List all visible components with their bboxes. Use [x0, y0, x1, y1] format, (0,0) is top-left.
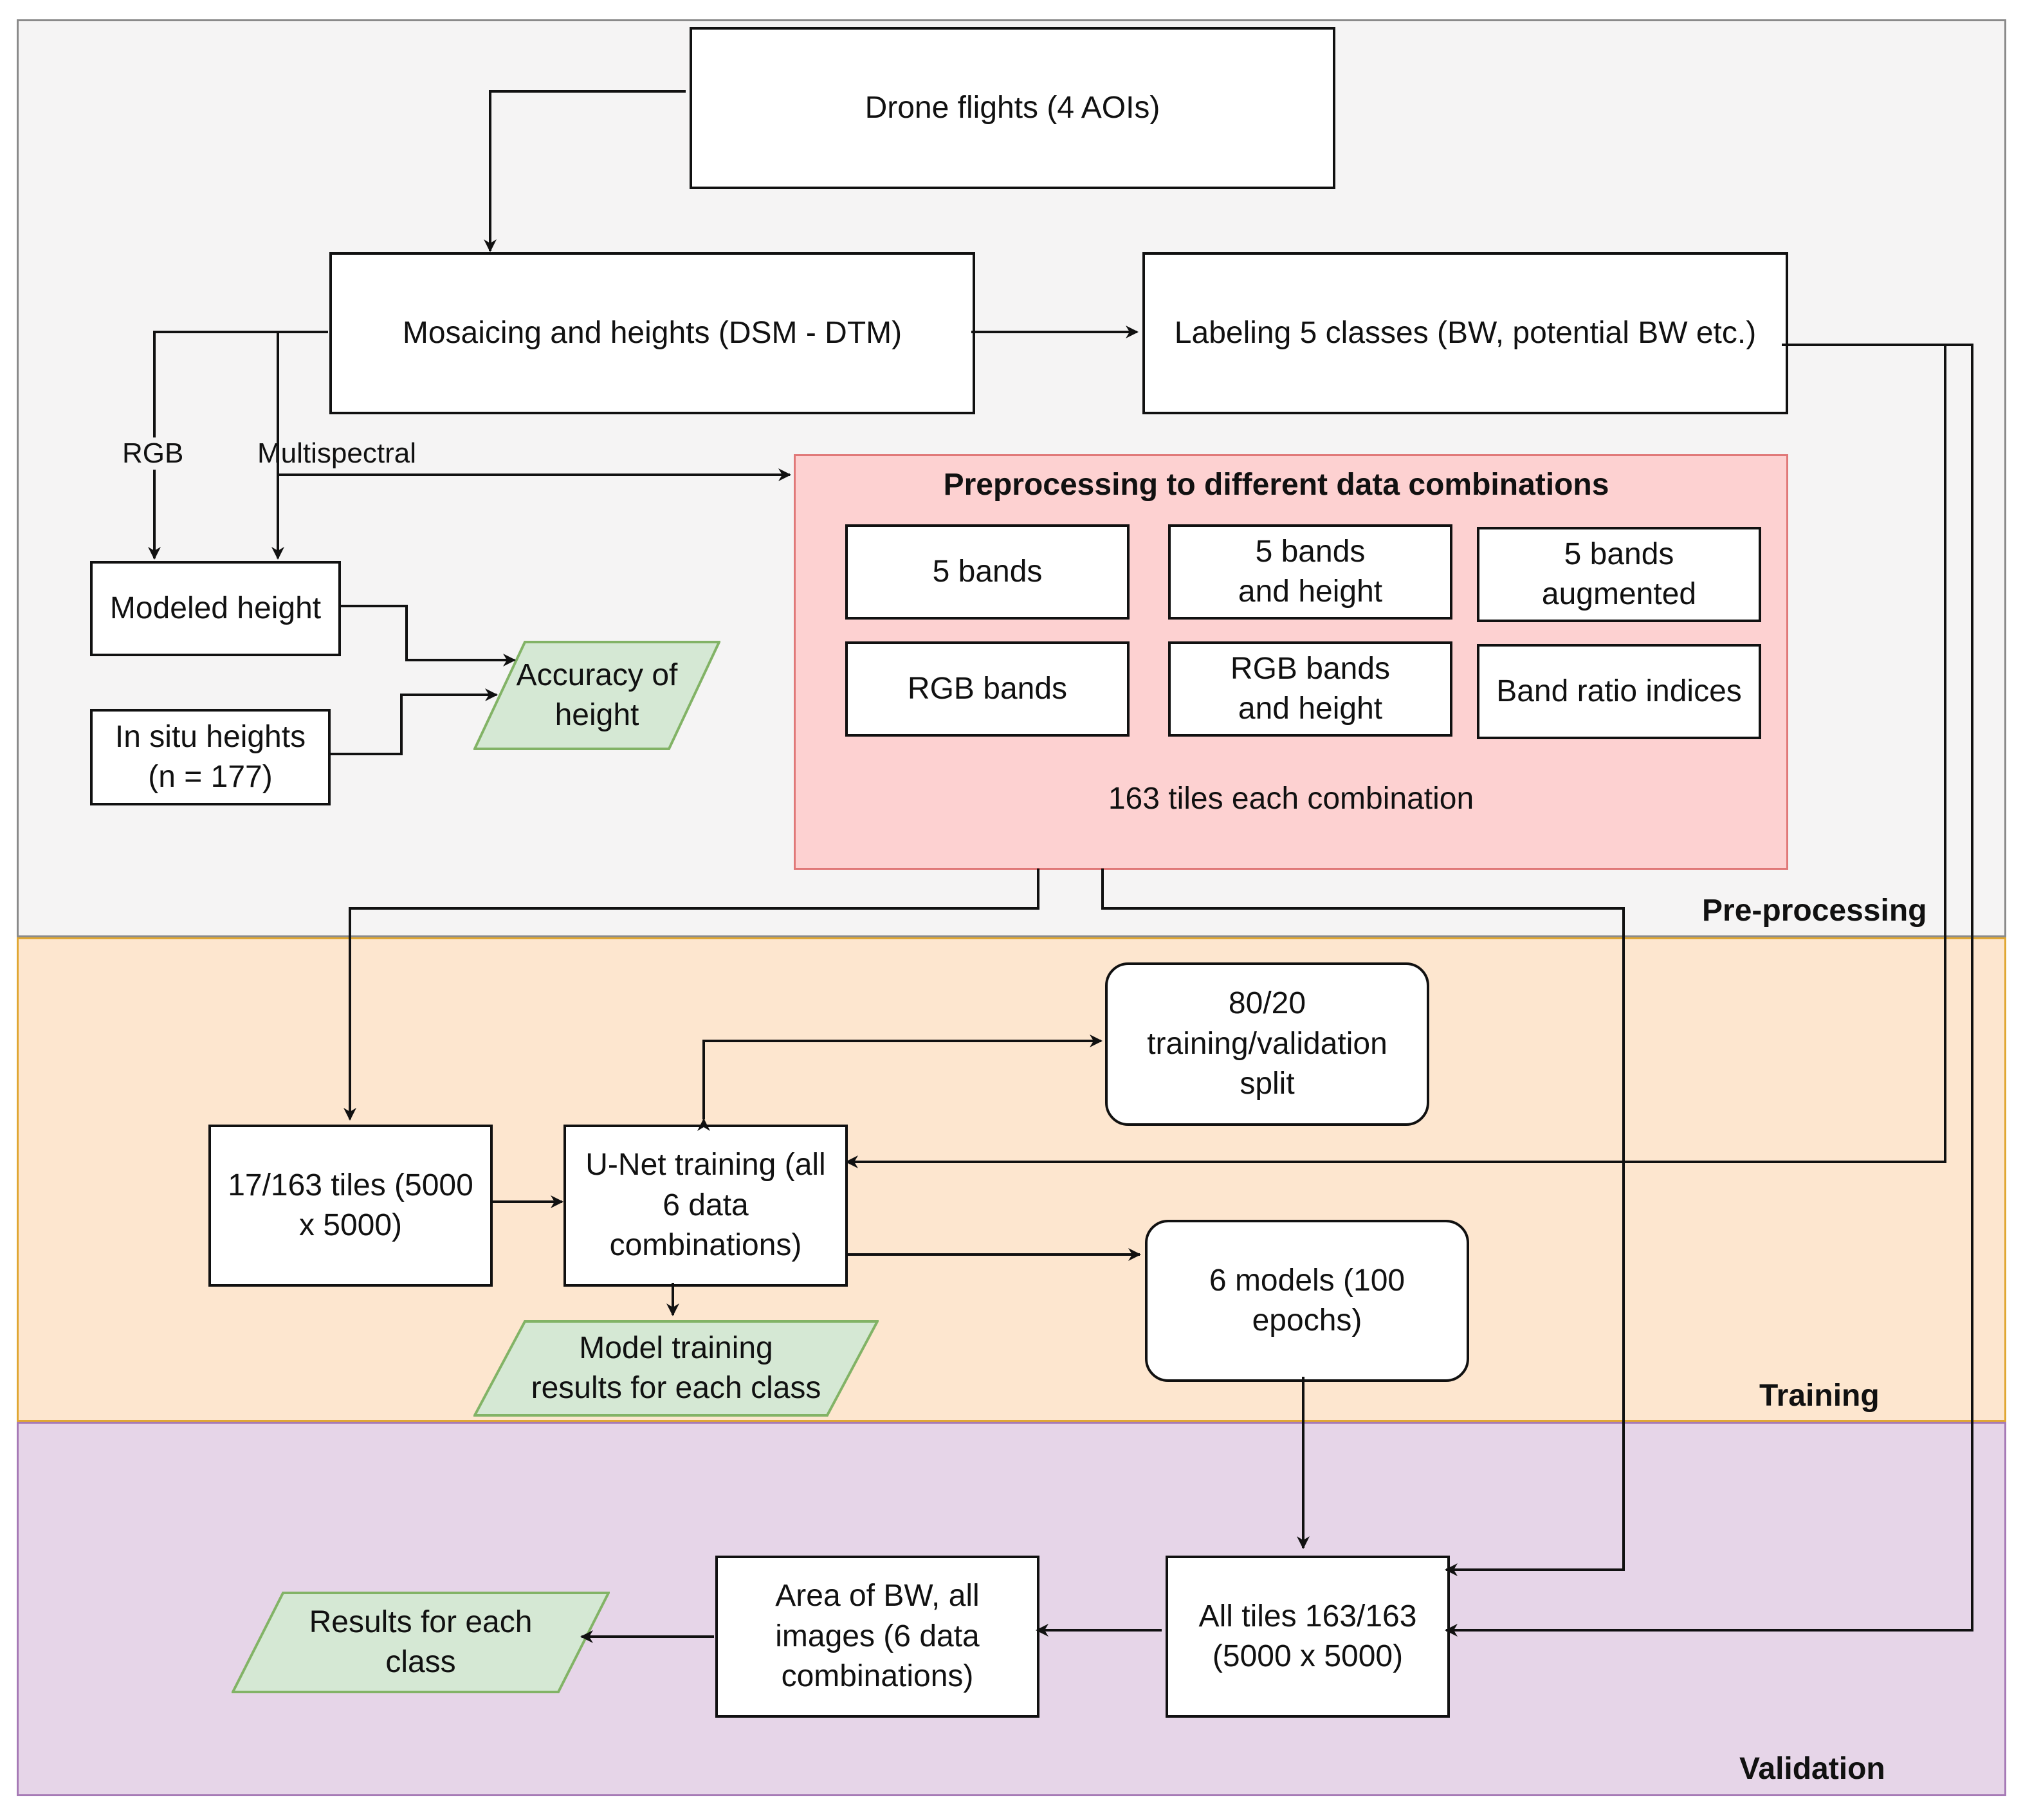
area-of-bw-node: Area of BW, all images (6 data combinati…	[715, 1556, 1039, 1718]
node-label: All tiles 163/163 (5000 x 5000)	[1198, 1599, 1417, 1673]
model-training-results-output: Model training results for each class	[473, 1320, 879, 1417]
parallelogram-shape	[473, 1320, 879, 1417]
labeling-classes-node: Labeling 5 classes (BW, potential BW etc…	[1142, 252, 1788, 414]
results-each-class-output: Results for each class	[232, 1592, 610, 1693]
in-situ-heights-node: In situ heights (n = 177)	[90, 709, 331, 805]
node-label: Area of BW, all images (6 data combinati…	[775, 1579, 980, 1694]
unet-training-node: U-Net training (all 6 data combinations)	[563, 1125, 848, 1287]
edge-mosaicing-rgb-to-modeled-height	[148, 332, 328, 560]
edge-modeled-height-to-accuracy	[338, 606, 516, 666]
mosaicing-heights-node: Mosaicing and heights (DSM - DTM)	[329, 252, 975, 414]
edge-label-rgb: RGB	[120, 437, 187, 470]
all-tiles-node: All tiles 163/163 (5000 x 5000)	[1166, 1556, 1450, 1718]
combination-label: 5 bands and height	[1238, 534, 1383, 609]
edge-unet-split-bidirectional	[697, 1034, 1103, 1131]
node-label: Mosaicing and heights (DSM - DTM)	[402, 315, 902, 350]
edge-preprocessing-to-all-tiles	[1103, 869, 1624, 1576]
combination-rgb-bands: RGB bands	[845, 641, 1130, 737]
combination-label: 5 bands augmented	[1541, 537, 1697, 611]
combination-rgb-bands-and-height: RGB bands and height	[1168, 641, 1452, 737]
node-label: 6 models (100 epochs)	[1209, 1263, 1405, 1337]
edge-mosaicing-multispectral-to-modeled-height	[271, 332, 328, 560]
modeled-height-node: Modeled height	[90, 561, 341, 656]
tiles-subset-node: 17/163 tiles (5000 x 5000)	[208, 1125, 493, 1287]
node-label: Labeling 5 classes (BW, potential BW etc…	[1174, 315, 1757, 350]
edge-labeling-to-all-tiles	[1445, 345, 1972, 1637]
accuracy-of-height-output: Accuracy of height	[473, 641, 720, 750]
combination-label: RGB bands and height	[1230, 651, 1391, 726]
six-models-node: 6 models (100 epochs)	[1145, 1220, 1469, 1382]
edge-labeling-to-unet	[845, 345, 1945, 1168]
edge-in-situ-to-accuracy	[329, 688, 498, 754]
preprocessing-group-title: Preprocessing to different data combinat…	[943, 468, 1609, 502]
combination-5-bands-and-height: 5 bands and height	[1168, 524, 1452, 620]
edge-preprocessing-to-tiles-subset	[343, 869, 1038, 1121]
preprocessing-group-footer: 163 tiles each combination	[1108, 782, 1474, 816]
edge-label-multispectral: Multispectral	[257, 437, 416, 469]
node-label: Drone flights (4 AOIs)	[865, 90, 1160, 125]
combination-label: Band ratio indices	[1496, 674, 1742, 708]
preprocessing-lane-title: Pre-processing	[1702, 894, 1927, 928]
edge-drone-to-mosaicing	[484, 91, 686, 252]
combination-label: 5 bands	[932, 554, 1043, 589]
drone-flights-node: Drone flights (4 AOIs)	[690, 27, 1335, 189]
node-label: 17/163 tiles (5000 x 5000)	[228, 1168, 473, 1242]
node-label: In situ heights (n = 177)	[114, 719, 306, 794]
combination-label: RGB bands	[907, 671, 1068, 706]
output-label: Model training results for each class	[531, 1330, 821, 1405]
node-label: U-Net training (all 6 data combinations)	[585, 1148, 826, 1263]
combination-5-bands-augmented: 5 bands augmented	[1477, 527, 1761, 622]
parallelogram-shape	[473, 641, 720, 750]
training-lane-title: Training	[1759, 1379, 1880, 1413]
combination-5-bands: 5 bands	[845, 524, 1130, 620]
validation-lane-title: Validation	[1739, 1752, 1885, 1786]
node-label: Modeled height	[109, 591, 322, 625]
output-label: Results for each class	[309, 1604, 533, 1679]
combination-band-ratio-indices: Band ratio indices	[1477, 644, 1761, 739]
parallelogram-shape	[232, 1592, 610, 1693]
train-validation-split-node: 80/20 training/validation split	[1105, 962, 1429, 1126]
output-label: Accuracy of height	[516, 657, 678, 732]
node-label: 80/20 training/validation split	[1147, 986, 1387, 1101]
